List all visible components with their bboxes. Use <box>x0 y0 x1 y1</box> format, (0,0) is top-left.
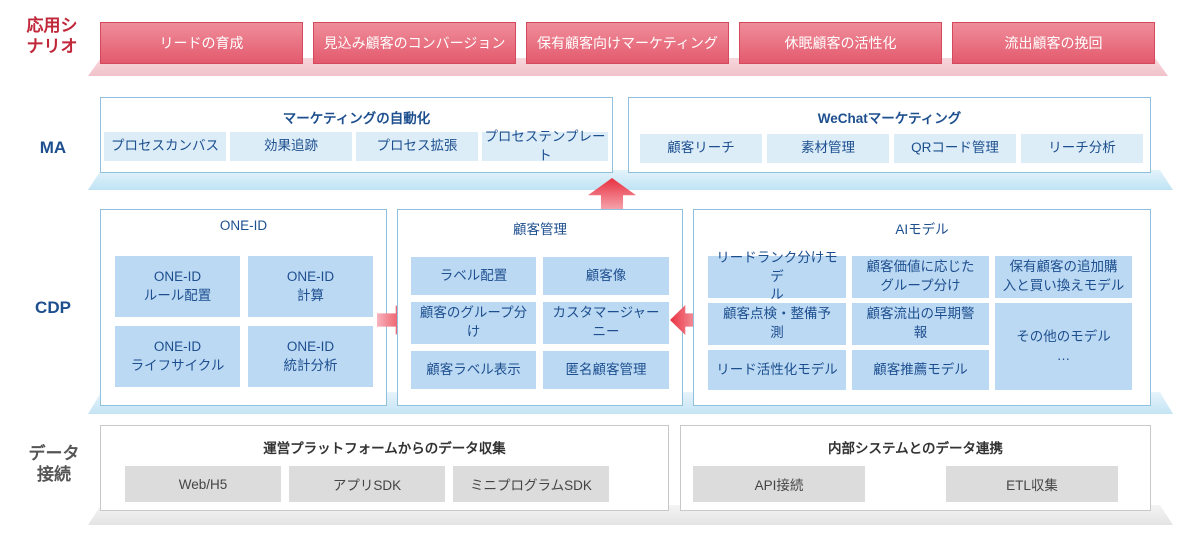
anonymous-customer-management: 匿名顧客管理 <box>543 351 669 389</box>
ai-churn-early-warning-line2: 報 <box>913 325 928 340</box>
row-label-application-line1: 応用シ <box>26 16 78 35</box>
data-collect-panel: 運営プラットフォームからのデータ収集 Web/H5 アプリSDK ミニプログラム… <box>100 425 669 511</box>
customer-grouping-line1: 顧客のグループ分 <box>419 305 528 321</box>
oneid-calculation: ONE-ID 計算 <box>248 256 373 317</box>
data-item-web-h5: Web/H5 <box>125 466 281 502</box>
row-label-ma: MA <box>39 138 67 157</box>
cdp-ai-title: AIモデル <box>895 222 949 237</box>
ma-platform <box>88 170 1173 190</box>
ai-maintenance-prediction-line1: 顧客点検・整備予 <box>723 306 831 322</box>
ma-automation-panel: マーケティングの自動化 プロセスカンバス 効果追跡 プロセス拡張 プロセステンプ… <box>100 97 613 173</box>
customer-journey: カスタマージャーニー <box>543 302 669 344</box>
ma-wechat-title: WeChatマーケティング <box>817 111 962 126</box>
data-collect-title: 運営プラットフォームからのデータ収集 <box>263 441 506 456</box>
scenario-lead-nurturing: リードの育成 <box>100 22 303 64</box>
oneid-rule-config-line2: ルール配置 <box>143 287 212 303</box>
oneid-calculation-line1: ONE-ID <box>286 268 335 284</box>
ma-item-process-canvas: プロセスカンバス <box>104 132 226 161</box>
scenario-existing-customer-marketing: 保有顧客向けマーケティング <box>526 22 729 64</box>
oneid-rule-config-line1: ONE-ID <box>153 268 202 284</box>
ma-automation-title: マーケティングの自動化 <box>282 111 431 126</box>
cdp-oneid-panel: ONE-ID ONE-ID ルール配置 ONE-ID 計算 ONE-ID ライフ… <box>100 209 387 406</box>
ma-item-process-extension: プロセス拡張 <box>356 132 478 161</box>
cdp-customer-panel: 顧客管理 ラベル配置 顧客像 顧客のグループ分 け カスタマージャーニー 顧客ラ… <box>397 209 683 406</box>
ai-churn-early-warning: 顧客流出の早期警 報 <box>852 303 989 345</box>
row-label-data-line2: 接続 <box>37 465 71 485</box>
customer-label-display: 顧客ラベル表示 <box>411 351 536 389</box>
customer-grouping-line2: け <box>466 324 481 339</box>
ai-churn-early-warning-line1: 顧客流出の早期警 <box>866 306 975 322</box>
oneid-lifecycle-line2: ライフサイクル <box>130 357 225 373</box>
ai-lead-ranking-model: リードランク分けモデ ル <box>708 250 846 302</box>
cdp-ai-panel: AIモデル リードランク分けモデ ル 顧客価値に応じた グループ分け 保有顧客の… <box>693 209 1151 406</box>
oneid-calculation-line2: 計算 <box>297 287 324 303</box>
ma-item-effect-tracking: 効果追跡 <box>230 132 352 161</box>
customer-grouping: 顧客のグループ分 け <box>411 302 536 344</box>
oneid-rule-config: ONE-ID ルール配置 <box>115 256 240 317</box>
customer-label-config: ラベル配置 <box>411 257 536 295</box>
ai-value-grouping-line2: グループ分け <box>880 278 961 293</box>
wechat-item-reach-analysis: リーチ分析 <box>1021 134 1143 163</box>
cdp-oneid-title: ONE-ID <box>219 218 268 233</box>
row-label-application-line2: ナリオ <box>26 37 78 57</box>
oneid-statistics-line1: ONE-ID <box>286 338 335 354</box>
ai-maintenance-prediction-line2: 測 <box>770 325 784 340</box>
scenario-churn-winback: 流出顧客の挽回 <box>952 22 1155 64</box>
wechat-item-material-management: 素材管理 <box>767 134 889 163</box>
ma-wechat-panel: WeChatマーケティング 顧客リーチ 素材管理 QRコード管理 リーチ分析 <box>628 97 1151 173</box>
ai-lead-ranking-model-line2: ル <box>770 287 784 303</box>
ai-other-models-ellipsis: … <box>1056 347 1071 363</box>
ai-other-models-line1: その他のモデル <box>1016 328 1111 344</box>
data-item-api: API接続 <box>693 466 865 502</box>
oneid-lifecycle-line1: ONE-ID <box>153 338 202 354</box>
cdp-customer-title: 顧客管理 <box>513 222 567 237</box>
scenario-dormant-reactivation: 休眠顧客の活性化 <box>739 22 942 64</box>
ai-lead-activation-model: リード活性化モデル <box>708 350 846 390</box>
data-item-app-sdk: アプリSDK <box>289 466 445 502</box>
row-label-data-line1: データ <box>28 444 80 463</box>
ma-item-process-template: プロセステンプレート <box>482 129 608 163</box>
data-internal-panel: 内部システムとのデータ連携 API接続 ETL収集 <box>680 425 1151 511</box>
row-label-cdp: CDP <box>35 298 71 317</box>
row-label-data: データ 接続 <box>26 443 82 486</box>
data-internal-title: 内部システムとのデータ連携 <box>828 441 1003 456</box>
ai-value-grouping-line1: 顧客価値に応じた <box>866 259 975 275</box>
oneid-statistics: ONE-ID 統計分析 <box>248 326 373 387</box>
scenario-prospect-conversion: 見込み顧客のコンバージョン <box>313 22 516 64</box>
ai-value-grouping: 顧客価値に応じた グループ分け <box>852 256 989 298</box>
oneid-statistics-line2: 統計分析 <box>283 357 338 373</box>
ai-other-models: その他のモデル … <box>995 303 1132 390</box>
wechat-item-customer-reach: 顧客リーチ <box>640 134 762 163</box>
ai-upsell-replacement-model-line2: 入と買い換えモデル <box>1002 278 1125 293</box>
ai-upsell-replacement-model: 保有顧客の追加購 入と買い換えモデル <box>995 256 1132 298</box>
wechat-item-qr-management: QRコード管理 <box>894 134 1016 163</box>
ai-recommendation-model: 顧客推薦モデル <box>852 350 989 390</box>
ai-maintenance-prediction: 顧客点検・整備予 測 <box>708 303 846 345</box>
data-item-etl: ETL収集 <box>946 466 1118 502</box>
oneid-lifecycle: ONE-ID ライフサイクル <box>115 326 240 387</box>
ai-upsell-replacement-model-line1: 保有顧客の追加購 <box>1009 259 1118 275</box>
ai-lead-ranking-model-line1: リードランク分けモデ <box>716 249 838 284</box>
customer-profile: 顧客像 <box>543 257 669 295</box>
data-item-miniprogram-sdk: ミニプログラムSDK <box>453 466 609 502</box>
row-label-application: 応用シ ナリオ <box>22 15 82 58</box>
